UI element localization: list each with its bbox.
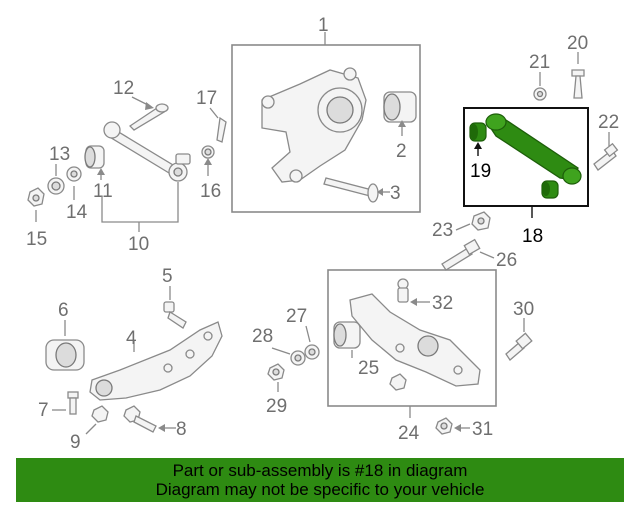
parts-diagram: 1 2 3 12 17 16 — [26, 15, 619, 453]
bushing-2[interactable] — [383, 91, 417, 123]
washer-27[interactable] — [304, 344, 320, 360]
callout-2[interactable]: 2 — [396, 141, 407, 162]
callout-7[interactable]: 7 — [38, 400, 49, 421]
pin-17[interactable] — [216, 116, 227, 143]
bolt-22[interactable] — [593, 142, 619, 171]
nut-29[interactable] — [267, 363, 285, 381]
callout-9[interactable]: 9 — [70, 432, 81, 453]
washer-28[interactable] — [290, 350, 306, 366]
callout-32[interactable]: 32 — [432, 293, 453, 314]
banner-line-1: Part or sub-assembly is #18 in diagram — [172, 461, 468, 480]
lower-arm-24[interactable] — [349, 293, 481, 387]
bushing-18-end[interactable] — [541, 180, 559, 199]
bolt-7[interactable] — [67, 391, 79, 415]
bolt-12[interactable] — [128, 103, 169, 131]
callout-19[interactable]: 19 — [470, 161, 491, 182]
callout-14[interactable]: 14 — [66, 202, 88, 223]
bolt-26[interactable] — [441, 238, 481, 271]
callout-20[interactable]: 20 — [567, 33, 588, 54]
callout-5[interactable]: 5 — [162, 266, 173, 287]
washer-21[interactable] — [533, 87, 547, 101]
callout-10[interactable]: 10 — [128, 234, 149, 255]
callout-13[interactable]: 13 — [49, 144, 70, 165]
bushing-11[interactable] — [84, 145, 105, 169]
callout-22[interactable]: 22 — [598, 112, 619, 133]
washer-14[interactable] — [66, 166, 82, 182]
washer-13[interactable] — [47, 177, 65, 195]
callout-28[interactable]: 28 — [252, 326, 273, 347]
callout-17[interactable]: 17 — [196, 88, 217, 109]
callout-3[interactable]: 3 — [390, 183, 401, 204]
bushing-19[interactable] — [469, 122, 487, 142]
bushing-25[interactable] — [333, 321, 361, 349]
control-arm-18[interactable] — [485, 113, 582, 185]
notice-banner: Part or sub-assembly is #18 in diagram D… — [16, 458, 624, 502]
callout-4[interactable]: 4 — [126, 328, 137, 349]
nut-9[interactable] — [91, 405, 109, 423]
callout-11[interactable]: 11 — [93, 181, 113, 202]
callout-21[interactable]: 21 — [529, 52, 550, 73]
callout-23[interactable]: 23 — [432, 220, 453, 241]
callout-30[interactable]: 30 — [513, 299, 534, 320]
nut-31[interactable] — [435, 417, 453, 435]
knuckle-group-box — [231, 44, 421, 213]
trailing-arm-4[interactable] — [89, 321, 223, 401]
callout-8[interactable]: 8 — [176, 419, 187, 440]
nut-24[interactable] — [389, 373, 407, 391]
callout-25[interactable]: 25 — [358, 358, 379, 379]
lower-arm-group-box — [327, 269, 497, 407]
arm-18-group-box — [463, 107, 589, 207]
nut-15[interactable] — [27, 187, 45, 207]
bolt-8[interactable] — [123, 405, 157, 433]
bolt-20[interactable] — [571, 69, 585, 99]
callout-6[interactable]: 6 — [58, 300, 69, 321]
nut-23[interactable] — [471, 211, 491, 231]
callout-27[interactable]: 27 — [286, 306, 307, 327]
bushing-6[interactable] — [45, 339, 85, 371]
banner-line-2: Diagram may not be specific to your vehi… — [155, 480, 485, 499]
bolt-5[interactable] — [163, 301, 187, 329]
bolt-3[interactable] — [323, 177, 379, 203]
callout-24[interactable]: 24 — [398, 423, 420, 444]
bolt-30[interactable] — [505, 332, 533, 361]
callout-15[interactable]: 15 — [26, 229, 47, 250]
callout-31[interactable]: 31 — [472, 419, 493, 440]
callout-18[interactable]: 18 — [522, 226, 543, 247]
callout-29[interactable]: 29 — [266, 396, 287, 417]
callout-12[interactable]: 12 — [113, 78, 134, 99]
washer-16[interactable] — [201, 145, 215, 159]
link-32[interactable] — [397, 278, 409, 303]
lateral-link-10[interactable] — [103, 121, 191, 182]
knuckle-part[interactable] — [261, 67, 367, 183]
callout-1[interactable]: 1 — [318, 15, 329, 36]
callout-16[interactable]: 16 — [200, 181, 221, 202]
callout-26[interactable]: 26 — [496, 250, 517, 271]
